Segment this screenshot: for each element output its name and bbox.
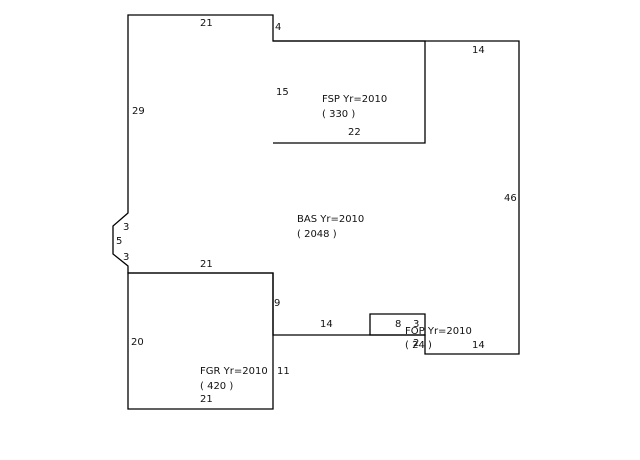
dim-right-bottom-width: 14 — [472, 340, 485, 351]
dim-notch-top: 3 — [123, 222, 129, 233]
dim-porch-depth: 3 — [413, 319, 419, 330]
fgr-outline — [127, 272, 274, 410]
dim-notch-mid: 5 — [116, 236, 122, 247]
bas-code: BAS Yr=2010 — [297, 214, 364, 225]
dim-garage-bottom: 21 — [200, 394, 213, 405]
bas-sqft: ( 2048 ) — [297, 229, 337, 240]
dim-fsp-width: 22 — [348, 127, 361, 138]
fsp-sqft: ( 330 ) — [322, 109, 355, 120]
dim-mid-width: 21 — [200, 259, 213, 270]
bas-outline — [112, 14, 520, 355]
dim-connector: 14 — [320, 319, 333, 330]
dim-garage-right: 11 — [277, 366, 290, 377]
fgr-sqft: ( 420 ) — [200, 381, 233, 392]
dim-right-top-width: 14 — [472, 45, 485, 56]
dim-porch-width: 8 — [395, 319, 401, 330]
fsp-outline — [273, 40, 426, 144]
dim-step-down: 4 — [275, 22, 281, 33]
dim-porch-side: 2 — [413, 338, 419, 349]
fop-code: FOP Yr=2010 — [405, 326, 472, 337]
dim-fsp-height: 15 — [276, 87, 289, 98]
dim-left-upper-height: 29 — [132, 106, 145, 117]
fsp-code: FSP Yr=2010 — [322, 94, 387, 105]
dim-garage-side: 9 — [274, 298, 280, 309]
fop-outline — [369, 313, 426, 336]
fgr-code: FGR Yr=2010 — [200, 366, 268, 377]
fop-sqft: ( 24 ) — [405, 340, 432, 351]
dim-right-height: 46 — [504, 193, 517, 204]
dim-notch-bottom: 3 — [123, 252, 129, 263]
dim-garage-left: 20 — [131, 337, 144, 348]
dim-top-left-width: 21 — [200, 18, 213, 29]
